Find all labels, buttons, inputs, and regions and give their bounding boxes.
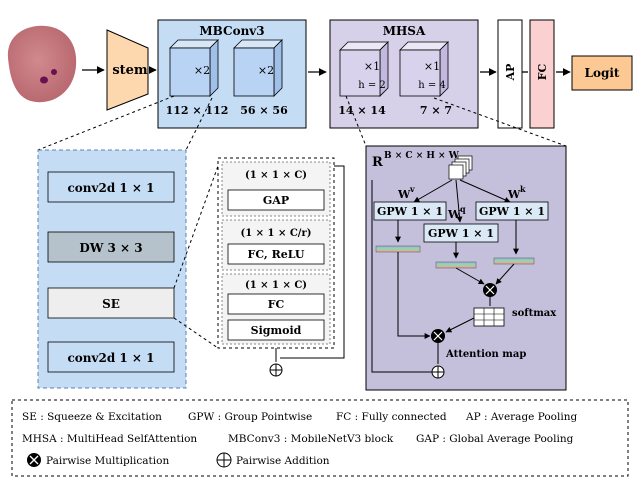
attention-add-symbol xyxy=(431,365,445,379)
pairwise-add-icon xyxy=(216,452,232,468)
legend-entry: Pairwise Addition xyxy=(236,455,330,467)
softmax-label: softmax xyxy=(512,308,557,319)
wk-label: W xyxy=(507,188,521,201)
ap-label: AP xyxy=(504,64,517,82)
cube-heads: h = 2 xyxy=(358,80,386,91)
attention-map-grid xyxy=(473,307,505,327)
fc-label: FC xyxy=(536,63,549,80)
legend-entry: GAP : Global Average Pooling xyxy=(416,433,574,445)
sigmoid-label: Sigmoid xyxy=(251,324,302,337)
av-mult-symbol xyxy=(431,329,445,343)
mhsa-block: MHSA ×1 h = 2 14 × 14 ×1 h = 4 7 × 7 xyxy=(329,19,479,129)
gap-shape: (1 × 1 × C) xyxy=(245,170,307,181)
cube-multiplier: ×1 xyxy=(424,60,440,73)
legend-entry: FC : Fully connected xyxy=(336,411,447,423)
fc-detail-label: FC xyxy=(268,298,285,311)
cube-multiplier: ×1 xyxy=(364,60,380,73)
cube-dimension: 14 × 14 xyxy=(338,104,386,117)
mbconv3-block: MBConv3 ×2 112 × 112 ×2 56 × 56 xyxy=(157,19,307,129)
gpw-q-label: GPW 1 × 1 xyxy=(428,227,494,240)
fc-relu-shape: (1 × 1 × C/r) xyxy=(241,228,312,239)
se-add-symbol xyxy=(269,363,283,377)
ap-block xyxy=(497,19,523,129)
cube-dimension: 7 × 7 xyxy=(420,104,452,117)
parasite-dot xyxy=(51,69,57,75)
input-image xyxy=(0,23,80,113)
fc-block xyxy=(529,19,555,129)
fc-relu-label: FC, ReLU xyxy=(248,248,305,261)
mbconv-cube-2: ×2 xyxy=(233,39,283,97)
conv2d-block xyxy=(47,341,175,373)
legend-entry: MHSA : MultiHead SelfAttention xyxy=(22,433,197,445)
fc-shape: (1 × 1 × C) xyxy=(245,280,307,291)
wv-sup: v xyxy=(409,184,415,194)
mbconv-cube-1: ×2 xyxy=(169,39,219,97)
wq-sup: q xyxy=(460,204,466,214)
conv2d-label: conv2d 1 × 1 xyxy=(67,181,154,195)
mbconv3-title: MBConv3 xyxy=(199,24,264,38)
sigmoid-block xyxy=(227,319,325,341)
stem-block xyxy=(106,29,149,111)
parasite-dot xyxy=(40,76,48,84)
logit-block xyxy=(571,55,633,91)
wk-sup: k xyxy=(520,184,526,194)
dw-block xyxy=(47,231,175,263)
legend: SE : Squeeze & Excitation GPW : Group Po… xyxy=(11,399,629,477)
mbconv-detail-panel: conv2d 1 × 1 DW 3 × 3 SE conv2d 1 × 1 xyxy=(37,149,187,389)
key-strip xyxy=(493,257,535,265)
mhsa-cube-1: ×1 h = 2 xyxy=(339,41,389,97)
legend-entry: SE : Squeeze & Excitation xyxy=(22,411,162,423)
cube-dimension: 112 × 112 xyxy=(166,104,229,117)
cube-multiplier: ×2 xyxy=(194,64,210,77)
legend-entry: AP : Average Pooling xyxy=(465,411,577,423)
cell-shape xyxy=(7,25,77,103)
gpw-v-block xyxy=(373,201,447,221)
legend-entry: MBConv3 : MobileNetV3 block xyxy=(228,433,394,445)
fc-block xyxy=(227,293,325,315)
conv2d-label: conv2d 1 × 1 xyxy=(67,351,154,365)
mhsa-title: MHSA xyxy=(383,24,426,38)
gpw-v-label: GPW 1 × 1 xyxy=(377,205,443,218)
legend-entry: Pairwise Multiplication xyxy=(46,455,169,467)
cube-dimension: 56 × 56 xyxy=(240,104,288,117)
se-detail-panel: (1 × 1 × C) GAP (1 × 1 × C/r) FC, ReLU (… xyxy=(217,157,335,349)
cube-heads: h = 4 xyxy=(418,80,446,91)
input-tensor-label: R xyxy=(372,155,383,170)
qk-mult-symbol xyxy=(483,283,497,297)
gpw-q-block xyxy=(423,223,499,243)
se-block xyxy=(47,287,175,319)
gap-block xyxy=(227,189,325,211)
input-tensor-dims: B × C × H × W xyxy=(384,151,460,161)
gpw-k-block xyxy=(475,201,549,221)
stem-label: stem xyxy=(112,63,148,78)
attention-detail-panel: R B × C × H × W W v W q W k GPW 1 × 1 GP… xyxy=(365,145,567,391)
logit-label: Logit xyxy=(585,66,620,80)
fc-relu-block xyxy=(227,243,325,265)
pairwise-mult-icon xyxy=(27,453,41,467)
query-strip xyxy=(435,261,477,269)
attention-map-label: Attention map xyxy=(445,349,526,360)
wv-label: W xyxy=(397,188,411,201)
legend-entry: GPW : Group Pointwise xyxy=(188,411,312,423)
gap-label: GAP xyxy=(263,194,289,207)
cube-multiplier: ×2 xyxy=(258,64,274,77)
dw-label: DW 3 × 3 xyxy=(79,241,142,255)
mhsa-cube-2: ×1 h = 4 xyxy=(399,41,449,97)
conv2d-block xyxy=(47,171,175,203)
value-strip xyxy=(375,245,421,253)
wq-label: W xyxy=(447,208,461,221)
se-label: SE xyxy=(102,297,120,311)
gpw-k-label: GPW 1 × 1 xyxy=(479,205,545,218)
